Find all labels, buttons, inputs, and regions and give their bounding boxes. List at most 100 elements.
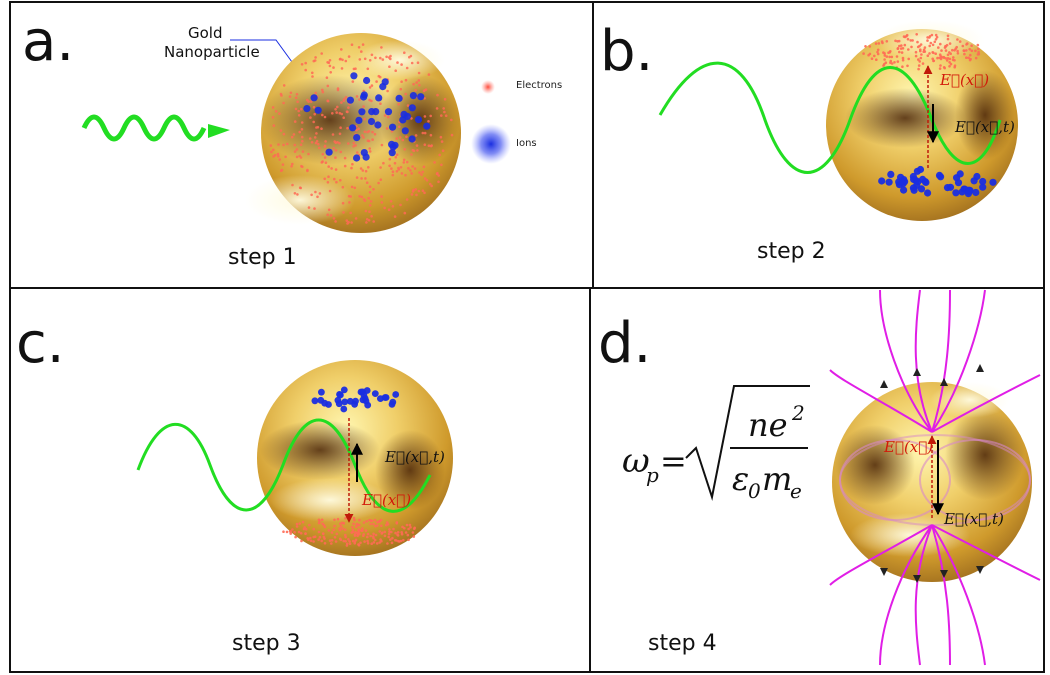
field-line-arrowheads <box>880 364 984 583</box>
eq-den-m-sub: e <box>790 479 802 503</box>
electron-dot <box>931 51 934 54</box>
electron-dot <box>414 88 417 92</box>
electron-dot <box>327 165 331 168</box>
electron-dot <box>355 128 358 132</box>
ion-dot <box>952 189 960 197</box>
electron-dot <box>923 46 927 49</box>
electron-dot <box>323 542 327 545</box>
ion-dot <box>318 388 325 396</box>
electron-dot <box>373 132 377 136</box>
electron-dot <box>375 542 379 545</box>
electron-dot <box>295 522 299 526</box>
static-field-label-d: E⃗(x⃗) <box>883 438 933 456</box>
electron-dot <box>342 211 345 214</box>
electron-dot <box>410 193 414 196</box>
electron-dot <box>320 127 323 130</box>
electron-dot <box>358 195 361 198</box>
electron-dot <box>322 532 325 535</box>
electron-dot <box>344 535 348 539</box>
electron-dot <box>894 39 897 43</box>
electron-dot <box>405 160 409 164</box>
electron-dot <box>310 193 313 197</box>
electron-dot <box>407 167 410 170</box>
electron-dot <box>323 156 327 159</box>
electron-dot <box>381 531 384 534</box>
electron-dot <box>876 52 880 56</box>
electron-dot <box>375 80 378 83</box>
electron-dot <box>338 111 342 115</box>
electron-dot <box>333 536 337 539</box>
electron-dot <box>956 52 960 55</box>
electron-dot <box>911 39 914 42</box>
static-field-label-c: E⃗(x⃗) <box>361 491 411 509</box>
electron-dot <box>390 541 394 545</box>
eq-numerator-sup: 2 <box>791 401 805 425</box>
electron-dot <box>346 126 349 130</box>
electron-dot <box>882 64 885 67</box>
electron-legend-icon <box>481 80 495 94</box>
electron-dot <box>341 58 344 62</box>
ion-dot <box>408 104 416 112</box>
ion-dot <box>353 154 361 162</box>
electron-dot <box>877 42 881 45</box>
electron-dot <box>372 188 375 191</box>
electron-dot <box>351 162 354 166</box>
electron-dot <box>415 144 419 147</box>
electron-dot <box>424 88 428 91</box>
electron-dot <box>899 47 903 50</box>
electron-dot <box>403 211 407 215</box>
electron-dot <box>323 177 327 181</box>
electron-dot <box>404 78 408 82</box>
electron-dot <box>344 533 347 537</box>
electron-dot <box>404 92 408 96</box>
electron-dot <box>341 201 345 205</box>
electron-dot <box>357 543 361 547</box>
electron-dot <box>967 56 970 60</box>
electron-dot <box>341 527 344 530</box>
ion-dot <box>314 106 322 114</box>
ion-dot <box>965 187 973 196</box>
electron-dot <box>326 213 330 217</box>
electron-dot <box>914 50 918 54</box>
electron-dot <box>934 52 937 55</box>
electron-dot <box>931 43 935 47</box>
electron-dot <box>391 170 395 173</box>
electron-dot <box>298 522 302 525</box>
electron-dot <box>436 171 439 175</box>
electron-dot <box>291 528 294 531</box>
electron-dot <box>411 165 414 168</box>
ion-dot <box>358 108 366 116</box>
electron-dot <box>282 530 285 533</box>
electron-dot <box>353 518 356 522</box>
electron-dot <box>383 114 387 117</box>
electron-dot <box>414 134 418 137</box>
electron-dot <box>388 65 391 68</box>
electron-dot <box>961 44 965 48</box>
electron-dot <box>330 167 333 170</box>
electron-dot <box>281 163 285 166</box>
electron-dot <box>327 529 331 532</box>
plasma-frequency-equation: ω p = ne 2 ε 0 m e <box>622 385 810 503</box>
gold-label-line2: Nanoparticle <box>164 43 260 61</box>
electron-dot <box>427 144 431 147</box>
electron-dot <box>309 116 312 119</box>
electron-dot <box>393 161 397 165</box>
electron-dot <box>347 106 350 109</box>
electron-dot <box>410 153 413 156</box>
electron-dot <box>323 145 327 148</box>
electron-dot <box>410 117 413 120</box>
electron-dot <box>370 53 374 57</box>
electron-dot <box>380 46 383 49</box>
electron-dot <box>318 535 322 539</box>
electron-dot <box>385 127 389 130</box>
electron-dot <box>328 539 332 542</box>
ion-dot <box>943 184 952 192</box>
ion-legend-icon <box>471 124 511 164</box>
electron-dot <box>412 535 416 538</box>
electron-dot <box>945 43 949 47</box>
ion-dot <box>917 185 926 193</box>
electron-dot <box>390 167 393 170</box>
electron-dot <box>896 47 900 50</box>
electron-dot <box>363 117 367 121</box>
electron-dot <box>917 64 921 67</box>
